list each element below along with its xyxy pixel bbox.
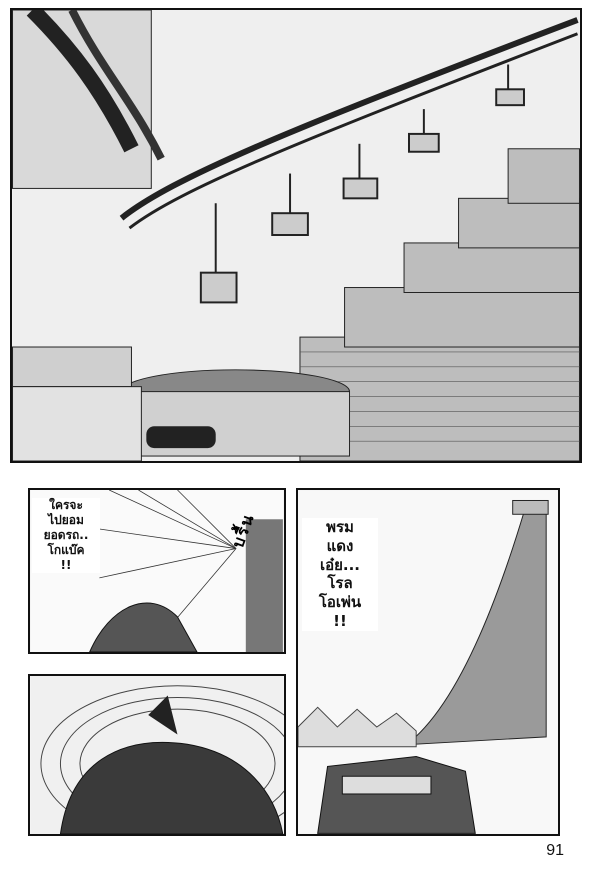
speech-bubble-left: ใครจะ ไปยอม ยอดรถ.. โกแบ๊ค !! xyxy=(32,498,100,573)
speech-bubble-right: พรม แดง เอ๋ย... โรล โอเพ่น !! xyxy=(302,518,378,631)
panel-factory xyxy=(10,8,582,463)
car-tunnel-illustration xyxy=(31,676,284,834)
panel-speed: ใครจะ ไปยอม ยอดรถ.. โกแบ๊ค !! บรื้น xyxy=(28,488,286,654)
factory-illustration xyxy=(12,10,580,461)
page-number: 91 xyxy=(546,842,564,859)
panel-car-tunnel xyxy=(28,674,286,836)
panel-red-carpet: พรม แดง เอ๋ย... โรล โอเพ่น !! xyxy=(296,488,560,836)
